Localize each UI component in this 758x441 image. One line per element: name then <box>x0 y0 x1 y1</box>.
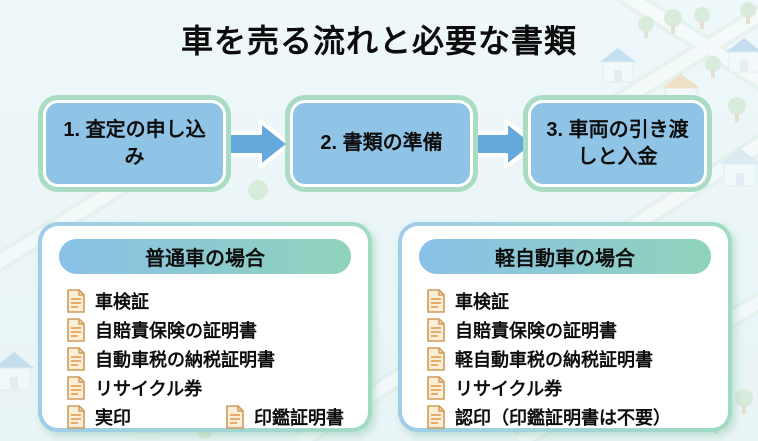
step-label: 3. 車両の引き渡しと入金 <box>546 118 689 168</box>
list-cell: 実印 <box>66 404 216 430</box>
document-icon <box>427 375 445 400</box>
step-box-documents: 2. 書類の準備 <box>290 100 473 187</box>
document-label: リサイクル券 <box>95 378 203 399</box>
panel-header-regular-car: 普通車の場合 <box>59 239 351 274</box>
panel-kei-car: 軽自動車の場合 車検証 自賠責保険の証明書 軽自動車税の納税証明書 リサイクル券 <box>398 222 732 432</box>
list-item: リサイクル券 <box>426 375 720 400</box>
document-icon <box>67 317 85 342</box>
document-icon <box>67 375 85 400</box>
document-list-kei-car: 車検証 自賠責保険の証明書 軽自動車税の納税証明書 リサイクル券 認印（印鑑証明… <box>426 288 720 429</box>
arrow-right-icon <box>220 119 291 169</box>
document-label: 認印（印鑑証明書は不要） <box>455 407 671 428</box>
list-cell: 印鑑証明書 <box>225 404 344 430</box>
list-item: 軽自動車税の納税証明書 <box>426 346 720 371</box>
document-icon <box>427 404 445 429</box>
document-label: 印鑑証明書 <box>254 407 344 428</box>
document-icon <box>427 317 445 342</box>
document-label: 実印 <box>95 407 131 428</box>
list-item: 自賠責保険の証明書 <box>426 317 720 342</box>
document-label: 軽自動車税の納税証明書 <box>455 349 653 370</box>
document-icon <box>427 288 445 313</box>
document-label: 車検証 <box>95 291 149 312</box>
step-box-handover-payment: 3. 車両の引き渡しと入金 <box>528 100 707 187</box>
document-icon <box>226 404 244 429</box>
list-item: 自賠責保険の証明書 <box>66 317 360 342</box>
document-label: 自動車税の納税証明書 <box>95 349 275 370</box>
document-label: リサイクル券 <box>455 378 563 399</box>
list-item: 自動車税の納税証明書 <box>66 346 360 371</box>
document-list-regular-car: 車検証 自賠責保険の証明書 自動車税の納税証明書 リサイクル券 <box>66 288 360 429</box>
list-item: 車検証 <box>66 288 360 313</box>
document-label: 自賠責保険の証明書 <box>455 320 617 341</box>
panel-kei-car-body: 軽自動車の場合 車検証 自賠責保険の証明書 軽自動車税の納税証明書 リサイクル券 <box>402 226 728 429</box>
panel-regular-car: 普通車の場合 車検証 自賠責保険の証明書 自動車税の納税証明書 リサイクル券 <box>38 222 372 432</box>
list-item: 実印 印鑑証明書 <box>66 404 360 429</box>
list-item: リサイクル券 <box>66 375 360 400</box>
panel-header-kei-car: 軽自動車の場合 <box>419 239 711 274</box>
list-item: 認印（印鑑証明書は不要） <box>426 404 720 429</box>
page-title: 車を売る流れと必要な書類 <box>180 23 577 59</box>
document-icon <box>427 346 445 371</box>
document-label: 自賠責保険の証明書 <box>95 320 257 341</box>
step-label: 1. 査定の申し込み <box>63 118 206 168</box>
document-icon <box>67 288 85 313</box>
step-box-assessment: 1. 査定の申し込み <box>43 100 226 187</box>
list-item: 車検証 <box>426 288 720 313</box>
document-icon <box>67 346 85 371</box>
document-icon <box>67 404 85 429</box>
document-label: 車検証 <box>455 291 509 312</box>
panel-regular-car-body: 普通車の場合 車検証 自賠責保険の証明書 自動車税の納税証明書 リサイクル券 <box>42 226 368 429</box>
step-label: 2. 書類の準備 <box>320 132 443 154</box>
